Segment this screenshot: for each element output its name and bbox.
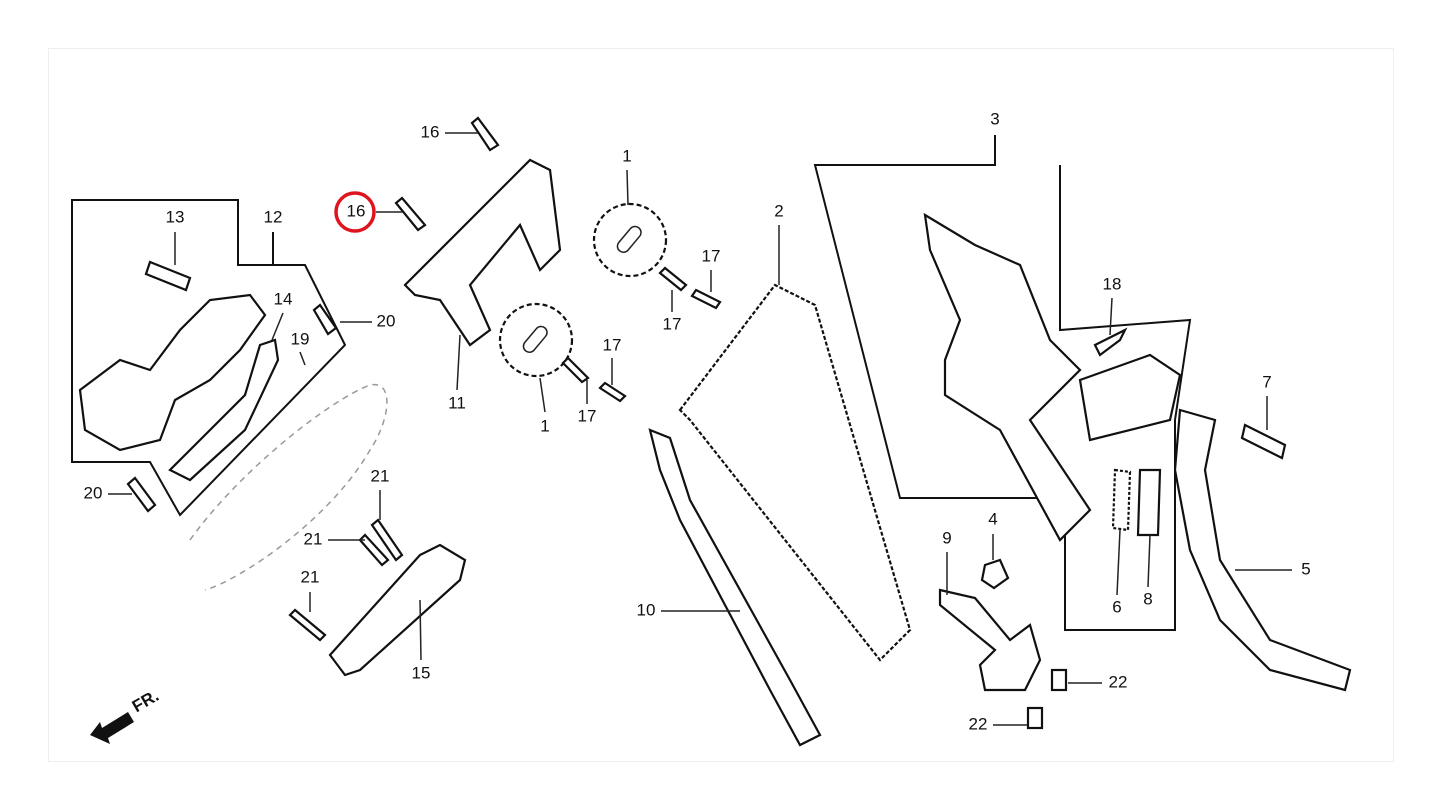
bolt-13 — [144, 260, 192, 292]
diagram-frame — [48, 48, 1394, 762]
bolt-21-b — [358, 533, 390, 567]
label-22-a[interactable]: 22 — [1109, 672, 1128, 691]
label-10[interactable]: 10 — [637, 600, 656, 619]
bolt-22-a — [1050, 668, 1068, 692]
chain-guide-15 — [328, 543, 467, 677]
front-arrow-icon — [90, 712, 134, 744]
bolt-21-c — [288, 608, 327, 642]
label-21-a[interactable]: 21 — [371, 466, 390, 485]
chain-guide — [648, 428, 822, 747]
label-16-top[interactable]: 16 — [421, 122, 440, 141]
label-1-bottom[interactable]: 1 — [540, 416, 549, 435]
bolt-7 — [1240, 423, 1287, 460]
label-21-b[interactable]: 21 — [304, 529, 323, 548]
front-arrow-label: FR. — [129, 686, 162, 716]
tensioner-arm — [923, 212, 1092, 542]
highlight-circle — [334, 191, 376, 233]
label-18[interactable]: 18 — [1103, 274, 1122, 293]
bolt-22-b — [1026, 706, 1044, 730]
bolt-17-a — [690, 288, 722, 310]
label-20-top[interactable]: 20 — [377, 311, 396, 330]
clip-18 — [1093, 327, 1128, 357]
label-4[interactable]: 4 — [988, 509, 997, 528]
bolt-17-c — [598, 381, 627, 403]
label-13[interactable]: 13 — [166, 207, 185, 226]
label-21-c[interactable]: 21 — [301, 567, 320, 586]
label-22-b[interactable]: 22 — [969, 714, 988, 733]
label-8[interactable]: 8 — [1143, 589, 1152, 608]
label-17-d[interactable]: 17 — [578, 406, 597, 425]
spring-6 — [1111, 468, 1132, 532]
cam-chain-ghost — [189, 383, 388, 591]
bolt-20-top — [312, 303, 338, 336]
bolt-16-circled — [394, 196, 427, 232]
label-2[interactable]: 2 — [774, 201, 783, 220]
label-17-c[interactable]: 17 — [603, 335, 622, 354]
label-6[interactable]: 6 — [1112, 597, 1121, 616]
bolt-17-b — [658, 266, 688, 292]
label-19[interactable]: 19 — [291, 329, 310, 348]
stopper-plate — [938, 588, 1042, 692]
cam-sprocket-bottom — [498, 302, 574, 378]
label-15[interactable]: 15 — [412, 663, 431, 682]
bolt-21-a — [370, 518, 404, 562]
label-5[interactable]: 5 — [1301, 559, 1310, 578]
tensioner-bracket — [1078, 353, 1182, 442]
label-9[interactable]: 9 — [942, 528, 951, 547]
label-1-top[interactable]: 1 — [622, 146, 631, 165]
label-12[interactable]: 12 — [264, 207, 283, 226]
label-14[interactable]: 14 — [274, 289, 293, 308]
group-bracket-12 — [71, 199, 347, 517]
bolt-20-bottom — [126, 476, 157, 513]
bolt-17-d — [561, 356, 590, 384]
tensioner-body — [78, 293, 267, 452]
label-20-bottom[interactable]: 20 — [84, 483, 103, 502]
nut-4 — [980, 558, 1010, 590]
group-bracket-3 — [813, 135, 1192, 631]
sprocket-holder — [403, 158, 562, 347]
label-7[interactable]: 7 — [1262, 372, 1271, 391]
cam-chain — [678, 283, 912, 662]
tensioner-slipper — [1173, 408, 1352, 692]
label-17-b[interactable]: 17 — [663, 314, 682, 333]
bolt-16-top — [470, 116, 500, 152]
label-3[interactable]: 3 — [990, 109, 999, 128]
label-11[interactable]: 11 — [448, 393, 466, 412]
cam-sprocket-top — [592, 202, 668, 278]
label-17-a[interactable]: 17 — [702, 246, 721, 265]
leader-lines — [108, 132, 1292, 726]
label-16-circled[interactable]: 16 — [347, 201, 366, 220]
tensioner-slider — [168, 338, 280, 482]
damper-8 — [1136, 468, 1162, 537]
